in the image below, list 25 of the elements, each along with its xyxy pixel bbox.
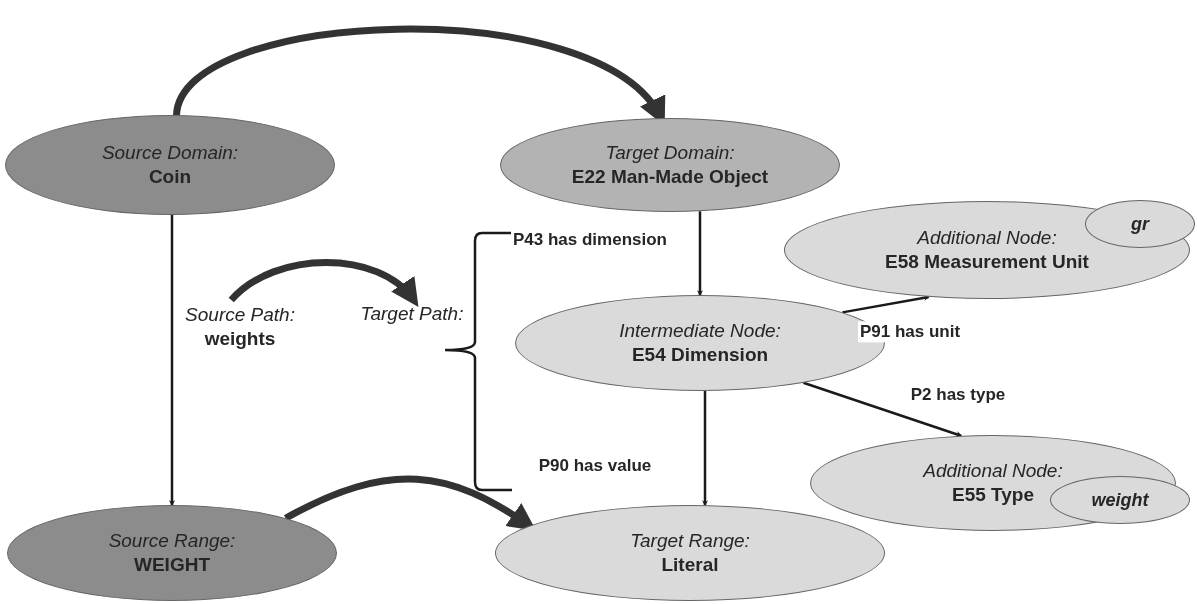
node-role-text: Source Range: xyxy=(108,529,236,553)
arrow xyxy=(697,211,703,297)
arrow xyxy=(169,215,175,507)
node-name-text: E54 Dimension xyxy=(631,343,769,367)
node-name-text: E58 Measurement Unit xyxy=(885,250,1089,274)
node-name-text: Coin xyxy=(148,165,192,189)
node-name-text: Literal xyxy=(661,553,719,577)
arrow xyxy=(228,259,420,307)
node-role-text: Additional Node: xyxy=(917,226,1057,250)
node-name-text: WEIGHT xyxy=(134,553,210,577)
node-role-text: Intermediate Node: xyxy=(619,319,781,343)
value-text: weight xyxy=(1091,488,1149,512)
node-name-text: weights xyxy=(204,327,276,351)
node-role-text: Target Domain: xyxy=(605,141,735,165)
node-name-text: E55 Type xyxy=(952,483,1034,507)
arrow xyxy=(842,294,930,314)
node-role-text: Source Domain: xyxy=(101,141,239,165)
edge-label: P91 has unit xyxy=(857,321,963,343)
node-role-text: Source Path: xyxy=(185,303,295,327)
arrow xyxy=(702,391,708,507)
value-text: gr xyxy=(1131,212,1149,236)
node-role-text: Additional Node: xyxy=(923,459,1063,483)
node-name-text: E22 Man-Made Object xyxy=(571,165,769,189)
node-role-text: Target Range: xyxy=(630,529,750,553)
node-role-text: Target Path: xyxy=(360,302,464,326)
